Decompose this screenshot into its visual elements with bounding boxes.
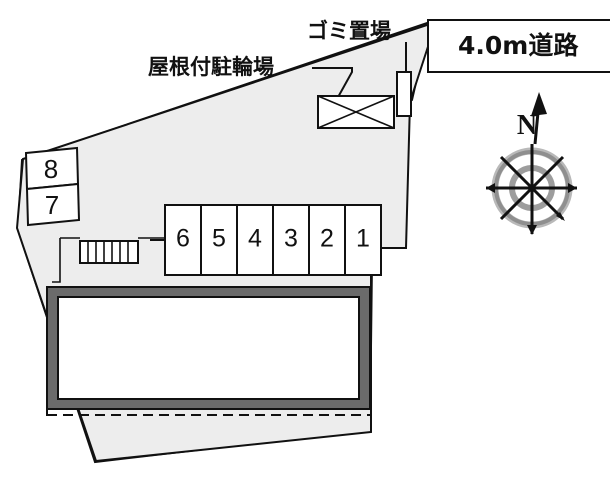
bike-shelter-diagonal-b	[317, 95, 395, 129]
left-stall-8-number: 8	[44, 154, 58, 184]
garbage-collection-area	[396, 71, 412, 117]
compass-arrow-se	[556, 212, 565, 221]
parking-stall-number-3: 3	[284, 225, 298, 253]
garbage-label-text: ゴミ置場	[307, 19, 391, 43]
compass-arrow-w	[486, 183, 495, 193]
exterior-stairs	[79, 240, 139, 264]
walkway-edge-left	[52, 238, 61, 283]
compass-north-label: N	[517, 110, 537, 141]
compass-ray-nw	[499, 155, 534, 190]
left-stall-7-number: 7	[45, 190, 59, 220]
parking-stalls: 6 5 4 3 2 1	[164, 204, 382, 276]
stairs-rect	[79, 240, 139, 264]
parking-stall-number-6: 6	[176, 225, 190, 253]
garbage-annotation: ゴミ置場	[307, 19, 412, 117]
apartment-building	[46, 286, 371, 410]
road-label-box: 4.0m道路	[427, 19, 610, 73]
compass-ray-sw	[499, 186, 534, 221]
building-inner-floor	[57, 296, 360, 400]
bike-parking-label-text: 屋根付駐輪場	[148, 55, 274, 79]
compass-rose: N	[486, 92, 577, 235]
road-label-text: 4.0m道路	[458, 31, 579, 60]
compass-arrow-e	[568, 183, 577, 193]
parking-stall-number-1: 1	[356, 225, 370, 253]
parking-stall-number-4: 4	[248, 225, 262, 253]
compass-ray-se	[530, 186, 565, 221]
left-stall-7: 7	[25, 182, 81, 227]
left-stall-7-rect	[25, 182, 81, 227]
parking-stall-number-2: 2	[320, 225, 334, 253]
road-label-rect	[427, 19, 610, 73]
covered-bicycle-parking	[317, 95, 395, 129]
compass-north-arrowhead	[531, 92, 547, 116]
compass-ray-ne	[530, 155, 565, 190]
parking-stall-number-5: 5	[212, 225, 226, 253]
compass-arrow-s	[527, 225, 537, 235]
left-stall-8: 8	[24, 146, 80, 191]
